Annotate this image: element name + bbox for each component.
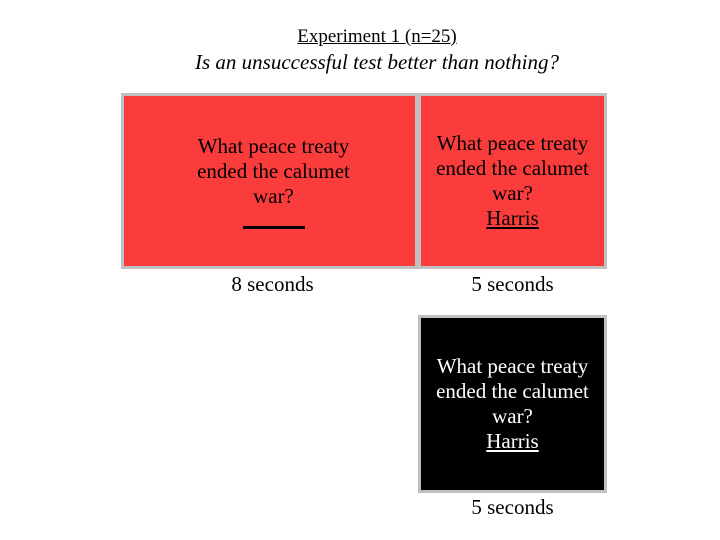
- question-line: war?: [492, 181, 533, 205]
- question-text: What peace treaty ended the calumet war?…: [436, 354, 589, 454]
- flashcard-red-answered: What peace treaty ended the calumet war?…: [418, 93, 607, 269]
- question-line: war?: [253, 183, 294, 208]
- flashcard-black-answered: What peace treaty ended the calumet war?…: [418, 315, 607, 493]
- slide-header: Experiment 1 (n=25) Is an unsuccessful t…: [17, 25, 720, 75]
- answer-text: Harris: [486, 429, 539, 453]
- question-line: What peace treaty: [197, 133, 350, 158]
- question-line: ended the calumet: [436, 156, 589, 180]
- question-text: What peace treaty ended the calumet war?…: [436, 131, 589, 231]
- question-line: ended the calumet: [436, 379, 589, 403]
- slide-title: Experiment 1 (n=25): [297, 26, 457, 47]
- question-line: ended the calumet: [197, 158, 350, 183]
- flashcard-red-unanswered: What peace treaty ended the calumet war?: [121, 93, 418, 269]
- question-text: What peace treaty ended the calumet war?: [197, 134, 350, 209]
- blank-answer-line: [242, 225, 305, 229]
- duration-label-bottom: 5 seconds: [471, 495, 554, 519]
- answer-text: Harris: [486, 206, 539, 230]
- duration-label-right: 5 seconds: [471, 272, 554, 296]
- question-line: war?: [492, 404, 533, 428]
- question-line: What peace treaty: [436, 354, 589, 378]
- question-line: What peace treaty: [436, 131, 589, 155]
- duration-label-left: 8 seconds: [231, 272, 314, 296]
- slide-subtitle: Is an unsuccessful test better than noth…: [195, 50, 559, 74]
